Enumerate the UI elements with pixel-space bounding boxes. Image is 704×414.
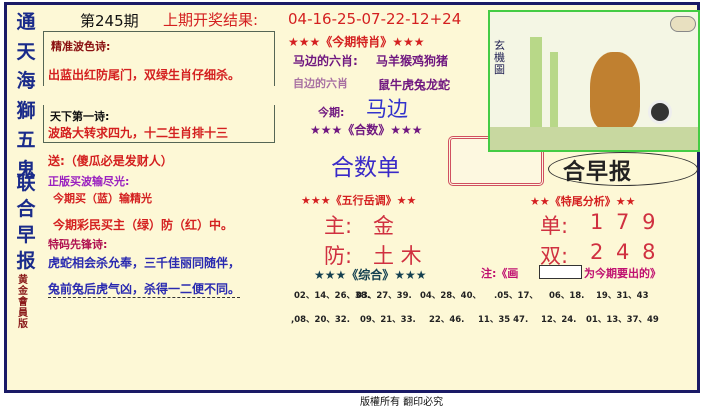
poem-box-2 bbox=[43, 105, 275, 143]
number-group: 04、28、40、 bbox=[420, 291, 481, 301]
number-group: 11、35 47. bbox=[478, 315, 529, 325]
side-title-bottom: 联 合 早 报 bbox=[14, 170, 38, 274]
tail-analysis-title: ★★《特尾分析》★★ bbox=[530, 195, 636, 208]
side-char: 早 bbox=[16, 224, 36, 246]
side-char: 联 bbox=[16, 172, 36, 194]
bamboo-icon bbox=[530, 37, 542, 127]
special-zodiac-title: ★★★《今期特肖》★★★ bbox=[288, 35, 425, 49]
poem1-title: 精准波色诗: bbox=[51, 40, 111, 53]
this-issue-value: 马边 bbox=[366, 97, 408, 121]
this-issue-label: 今期: bbox=[318, 106, 345, 119]
number-group: 09、21、33. bbox=[360, 315, 416, 325]
number-group: 06、18. bbox=[549, 291, 585, 301]
badge-icon bbox=[670, 16, 696, 32]
paper-name: 联合早报 bbox=[540, 160, 633, 185]
side-title-top: 通 天 海 獅 五 鬼 bbox=[14, 8, 38, 185]
paper-name-oval bbox=[548, 152, 698, 186]
guard-value: 土 木 bbox=[373, 244, 422, 268]
combo-title: ★★★《综合》★★★ bbox=[314, 268, 427, 282]
guard-label: 防: bbox=[324, 244, 353, 268]
last-result-label: 上期开奖结果: bbox=[163, 11, 259, 29]
even-value: 2 4 8 bbox=[590, 240, 659, 264]
copyright: 版權所有 翻印必究 bbox=[360, 397, 444, 408]
number-group: 22、46. bbox=[429, 315, 465, 325]
poem4-line2: 兔前兔后虎气凶，杀得一二便不同。 bbox=[48, 282, 241, 298]
side-char: 鬼 bbox=[16, 158, 36, 181]
note-box bbox=[539, 265, 582, 279]
main-label: 主: bbox=[324, 214, 353, 238]
last-result-numbers: 04-16-25-07-22-12+24 bbox=[288, 10, 462, 28]
image-caption: 玄機圖 bbox=[494, 39, 505, 76]
side-char: 獅 bbox=[16, 99, 36, 122]
side-char: 五 bbox=[16, 129, 36, 151]
side-char: 报 bbox=[16, 250, 36, 272]
odd-value: 1 7 9 bbox=[590, 210, 659, 234]
issue-number: 第245期 bbox=[80, 12, 139, 30]
poem2-title: 天下第一诗: bbox=[50, 110, 110, 123]
number-group: .05、17、 bbox=[494, 291, 538, 301]
six-zodiac-label: 马边的六肖: bbox=[293, 54, 358, 68]
six-zodiac-value: 马羊猴鸡狗猪 bbox=[376, 54, 449, 68]
side-char: 合 bbox=[16, 198, 36, 220]
even-label: 双: bbox=[540, 244, 569, 268]
number-group: ,08、20、32. bbox=[291, 315, 350, 325]
sum-value: 合数单 bbox=[331, 155, 400, 181]
bamboo-icon bbox=[550, 52, 558, 132]
poem3-line2: 今期彩民买主（绿）防（红）中。 bbox=[53, 218, 234, 232]
poem3-title: 正版买波输尽光: bbox=[48, 175, 130, 188]
other-zodiac-label: 自边的六肖 bbox=[293, 77, 348, 90]
poem4-title: 特码先锋诗: bbox=[48, 238, 108, 251]
poem1-text: 出蓝出红防尾门，双绿生肖仔细杀。 bbox=[48, 68, 241, 82]
other-zodiac-value: 鼠牛虎兔龙蛇 bbox=[378, 78, 451, 92]
poem2-text: 波路大转求四九，十二生肖排十三 bbox=[48, 126, 229, 140]
wuxing-title: ★★★《五行岳调》★★ bbox=[301, 194, 417, 207]
number-group: 19、31、43 bbox=[596, 291, 649, 301]
rabbit-figure-icon bbox=[590, 52, 640, 130]
edition-label: 黄金會員版 bbox=[18, 275, 28, 330]
grass-ground bbox=[490, 127, 698, 150]
odd-label: 单: bbox=[540, 214, 569, 238]
note-prefix: 注:《画 bbox=[481, 267, 519, 280]
number-group: 03、27、39. bbox=[356, 291, 412, 301]
poem-box-1 bbox=[43, 31, 275, 86]
side-char: 海 bbox=[16, 70, 36, 92]
sum-title: ★★★《合数》★★★ bbox=[310, 123, 423, 137]
side-char: 通 bbox=[16, 11, 36, 33]
number-group: 02、14、26、38. bbox=[294, 291, 371, 301]
poem3-line1: 今期买（蓝）输精光 bbox=[53, 192, 152, 205]
main-value: 金 bbox=[373, 214, 394, 238]
ball-icon bbox=[648, 100, 672, 124]
note-suffix: 为今期要出的》 bbox=[584, 267, 661, 280]
puzzle-image: 玄機圖 bbox=[488, 10, 700, 152]
poem4-line1: 虎蛇相会杀允奉，三千佳丽同随伴， bbox=[48, 256, 241, 270]
number-group: 01、13、37、49 bbox=[586, 315, 659, 325]
side-char: 天 bbox=[16, 40, 36, 63]
number-group: 12、24. bbox=[541, 315, 577, 325]
gift-text: 送:（傻瓜必是发财人） bbox=[48, 154, 173, 168]
